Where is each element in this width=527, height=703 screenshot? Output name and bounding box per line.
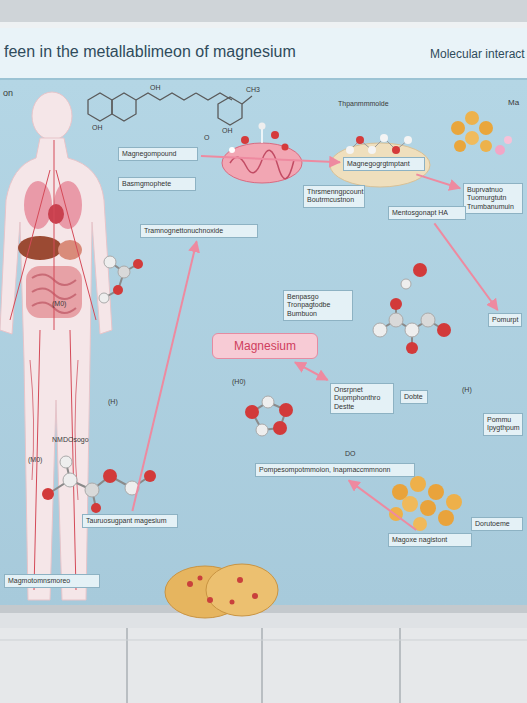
box-text: Magnegompound xyxy=(122,150,194,158)
orange-cluster xyxy=(451,111,512,155)
chemical-structure xyxy=(88,93,252,125)
header-rule xyxy=(0,78,527,80)
magnesium-box: Magnesium xyxy=(212,333,318,359)
box-text: Pomurpt xyxy=(492,316,518,324)
small-label: O xyxy=(204,134,209,141)
small-label: (H0) xyxy=(232,378,246,385)
pink-arrow xyxy=(349,480,416,530)
small-label: (M0) xyxy=(52,300,66,307)
frame xyxy=(0,0,527,28)
box-text: Pompesompotmmoion, Inapmaccmmnonn xyxy=(259,466,411,474)
header-band xyxy=(0,28,527,80)
label-box: Tauruosugpant magesium xyxy=(82,514,178,528)
frame-strip xyxy=(0,22,527,28)
small-label: OH xyxy=(150,84,161,91)
cabinet-seam xyxy=(126,628,128,703)
label-box: Magoxe nagistont xyxy=(388,533,472,547)
box-text: Onsrpnet Dupmphonthro Destte xyxy=(334,386,390,411)
box-text: Magnesium xyxy=(217,339,313,353)
label-box: Dobte xyxy=(400,390,428,404)
pink-arrow xyxy=(132,241,196,511)
mitochondrion xyxy=(222,123,302,184)
cabinet-front xyxy=(0,628,527,703)
label-box: Magnegompound xyxy=(118,147,198,161)
small-label: OH xyxy=(92,124,103,131)
orange-cluster xyxy=(389,476,462,531)
small-label: (H) xyxy=(108,398,118,405)
cabinet-line xyxy=(0,640,527,641)
cabinet-seam xyxy=(399,628,401,703)
cabinet xyxy=(0,605,527,703)
title: feen in the metallablimeon of magnesium xyxy=(4,43,296,61)
small-label: (M0) xyxy=(28,456,42,463)
label-box: Onsrpnet Dupmphonthro Destte xyxy=(330,383,394,414)
label-box: Benpasgo Tronpagtodbe Bumbuon xyxy=(283,290,353,321)
box-text: Magoxe nagistont xyxy=(392,536,468,544)
label-box: Tramnognettonuchnoxide xyxy=(140,224,258,238)
molecule xyxy=(245,396,293,436)
box-text: Basmgmophete xyxy=(122,180,192,188)
panel xyxy=(0,80,527,605)
pink-arrow xyxy=(201,156,340,162)
small-label: on xyxy=(3,88,13,98)
pink-arrow xyxy=(295,362,328,380)
molecule xyxy=(373,263,451,354)
box-text: Magmotomnsmoreo xyxy=(8,577,96,585)
cookies xyxy=(165,564,278,618)
label-box: Mentosgonapt HA xyxy=(388,206,466,220)
label-box: Magnegogrgtmptant xyxy=(343,157,425,171)
box-text: Benpasgo Tronpagtodbe Bumbuon xyxy=(287,293,349,318)
label-box: Thrsmenngpcount Boutrmcustnon xyxy=(303,185,365,208)
small-label: DO xyxy=(345,450,356,457)
box-text: Tramnognettonuchnoxide xyxy=(144,227,254,235)
label-box: Pompesompotmmoion, Inapmaccmmnonn xyxy=(255,463,415,477)
subtitle: Molecular interact xyxy=(430,47,525,61)
box-text: Tauruosugpant magesium xyxy=(86,517,174,525)
label-box: Buprvatnuo Tuomurgtutn Trumbanumuin xyxy=(463,183,523,214)
small-label: OH xyxy=(222,127,233,134)
pink-arrow xyxy=(416,174,460,188)
molecule xyxy=(99,256,143,303)
box-text: Pommu Ipygthpum xyxy=(487,416,519,433)
molecule-disc xyxy=(330,134,430,187)
box-text: Dobte xyxy=(404,393,424,401)
box-text: Thrsmenngpcount Boutrmcustnon xyxy=(307,188,361,205)
label-box: Dorutoeme xyxy=(471,517,523,531)
label-box: Pommu Ipygthpum xyxy=(483,413,523,436)
small-label: CH3 xyxy=(246,86,260,93)
box-text: Dorutoeme xyxy=(475,520,519,528)
pink-arrow xyxy=(434,223,497,310)
small-label: Ma xyxy=(508,98,519,107)
cabinet-seam xyxy=(261,628,263,703)
box-text: Buprvatnuo Tuomurgtutn Trumbanumuin xyxy=(467,186,519,211)
small-label: NMDOsogo xyxy=(52,436,89,443)
box-text: Magnegogrgtmptant xyxy=(347,160,421,168)
label-box: Pomurpt xyxy=(488,313,522,327)
box-text: Mentosgonapt HA xyxy=(392,209,462,217)
small-label: Thpanmmmolde xyxy=(338,100,389,107)
label-box: Magmotomnsmoreo xyxy=(4,574,100,588)
small-label: (H) xyxy=(462,386,472,393)
label-box: Basmgmophete xyxy=(118,177,196,191)
